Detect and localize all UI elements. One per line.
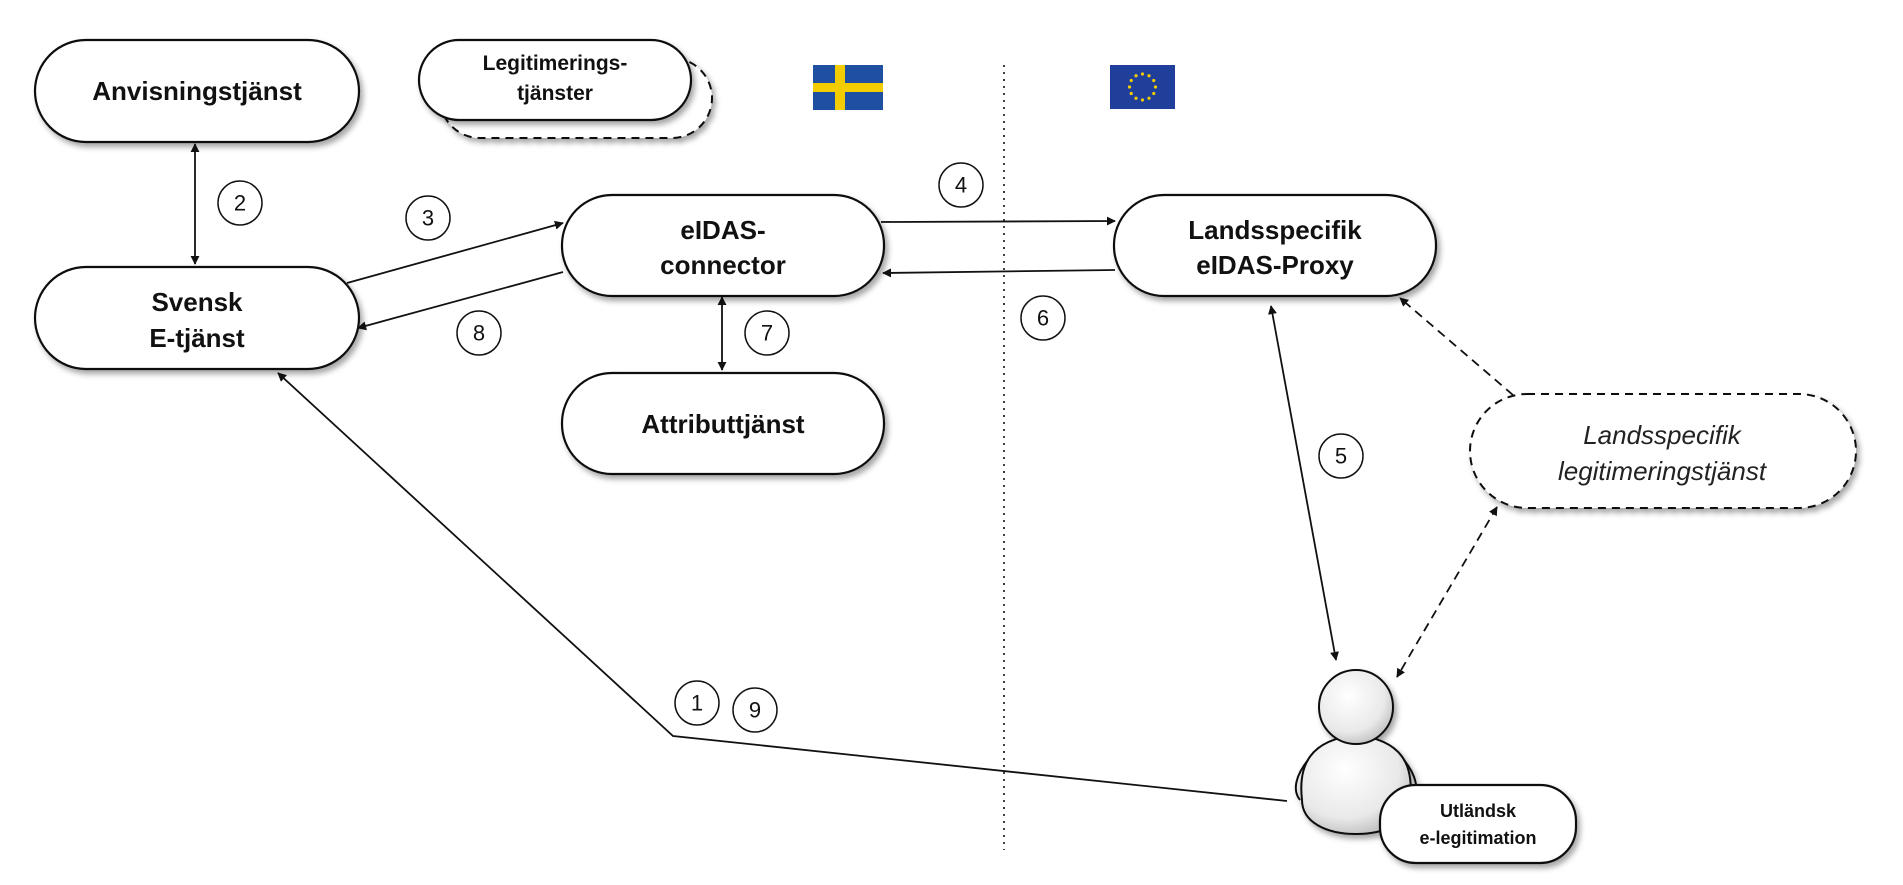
eu-star bbox=[1134, 74, 1138, 78]
step-badge-1: 1 bbox=[674, 680, 720, 726]
svensk-etjanst-label-line2: E-tjänst bbox=[149, 323, 245, 353]
step-number: 9 bbox=[749, 698, 761, 723]
eu-star bbox=[1147, 74, 1151, 78]
utlandsk-elegitimation-label-line1: Utländsk bbox=[1440, 801, 1517, 821]
eu-star bbox=[1140, 98, 1145, 102]
attributtjanst-label: Attributtjänst bbox=[641, 409, 805, 439]
utlandsk-elegitimation-node bbox=[1378, 783, 1578, 865]
arrow-step-8 bbox=[357, 271, 564, 331]
eu-star bbox=[1129, 78, 1133, 83]
step-number: 5 bbox=[1335, 444, 1347, 469]
arrow-step-6 bbox=[882, 268, 1116, 278]
eu-star bbox=[1147, 96, 1151, 100]
arrow-step-1-9 bbox=[277, 372, 1288, 802]
step-badge-8: 8 bbox=[456, 310, 502, 356]
eu-star bbox=[1127, 85, 1132, 89]
step-number: 2 bbox=[234, 191, 246, 216]
anvisningstjanst-label: Anvisningstjänst bbox=[92, 76, 302, 106]
eu-flag-icon bbox=[1110, 65, 1175, 109]
attributtjanst-node bbox=[560, 371, 886, 476]
landsspecifik-legitimeringstjanst-label-line1: Landsspecifik bbox=[1583, 420, 1743, 450]
dashed-arrow-user bbox=[1396, 506, 1498, 678]
eu-stars bbox=[1127, 72, 1158, 102]
eidas-connector-label-line2: connector bbox=[660, 250, 786, 280]
step-number: 7 bbox=[761, 321, 773, 346]
eidas-proxy-label-line1: Landsspecifik bbox=[1188, 215, 1362, 245]
eu-star bbox=[1134, 96, 1138, 100]
eidas-connector-node bbox=[560, 193, 886, 298]
step-number: 1 bbox=[691, 691, 703, 716]
anvisningstjanst-node bbox=[33, 38, 361, 144]
eu-star bbox=[1129, 91, 1133, 96]
step-number: 3 bbox=[422, 206, 434, 231]
eu-star bbox=[1140, 72, 1145, 76]
svensk-etjanst-node bbox=[33, 265, 361, 371]
eu-star bbox=[1153, 85, 1158, 89]
svensk-etjanst-label-line1: Svensk bbox=[151, 287, 243, 317]
step-badge-7: 7 bbox=[744, 310, 790, 356]
step-number: 6 bbox=[1037, 306, 1049, 331]
eidas-connector-label-line1: eIDAS- bbox=[680, 215, 765, 245]
step-number: 4 bbox=[955, 173, 967, 198]
landsspecifik-legitimeringstjanst-label-line2: legitimeringstjänst bbox=[1558, 456, 1768, 486]
step-badge-5: 5 bbox=[1318, 433, 1364, 479]
step-badge-9: 9 bbox=[732, 687, 778, 733]
eu-star bbox=[1152, 91, 1156, 96]
utlandsk-elegitimation-label-line2: e-legitimation bbox=[1419, 828, 1536, 848]
step-badge-3: 3 bbox=[405, 195, 451, 241]
arrow-step-3 bbox=[346, 220, 564, 284]
legitimeringstjanster-label-line2: tjänster bbox=[517, 82, 593, 105]
legitimeringstjanster-stack bbox=[417, 38, 713, 139]
eidas-proxy-node bbox=[1112, 193, 1438, 298]
step-number: 8 bbox=[473, 321, 485, 346]
step-badge-6: 6 bbox=[1020, 295, 1066, 341]
sweden-flag-icon bbox=[813, 65, 883, 110]
dashed-arrow-proxy bbox=[1399, 297, 1514, 396]
eu-star bbox=[1152, 78, 1156, 83]
arrow-step-4 bbox=[880, 216, 1116, 226]
arrow-step-5 bbox=[1268, 305, 1339, 661]
landsspecifik-legitimeringstjanst-node bbox=[1469, 393, 1857, 509]
step-badge-2: 2 bbox=[217, 180, 263, 226]
eidas-proxy-label-line2: eIDAS-Proxy bbox=[1196, 250, 1354, 280]
step-badge-4: 4 bbox=[938, 162, 984, 208]
legitimeringstjanster-label-line1: Legitimerings- bbox=[483, 52, 628, 75]
